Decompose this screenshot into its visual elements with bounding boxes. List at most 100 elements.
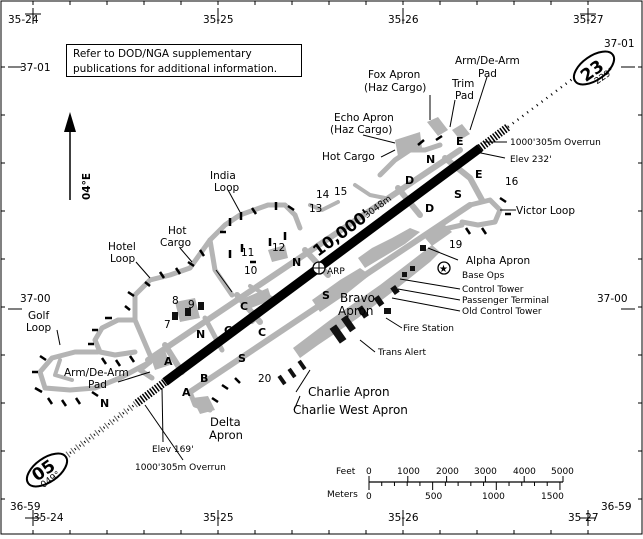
- taxiway-label: N: [426, 153, 435, 166]
- hot-cargo-label: Hot: [168, 225, 186, 237]
- scale-feet-label: Feet: [336, 467, 356, 477]
- spot-number: 12: [272, 242, 285, 254]
- golf-loop-label: Golf: [28, 310, 49, 322]
- north-arrow-icon: 04°E: [64, 112, 93, 200]
- scale-feet-tick: 2000: [436, 467, 459, 477]
- delta-apron-area: [192, 396, 215, 414]
- old-control-tower-label: Old Control Tower: [462, 307, 542, 317]
- arp-icon: [312, 261, 326, 275]
- arm-dearm-ne-label: Arm/De-Arm: [455, 55, 520, 67]
- charlie-apron-label: Charlie Apron: [308, 385, 390, 399]
- base-ops-label: Base Ops: [462, 271, 505, 281]
- grid-lon-label-3: 35-26: [388, 14, 419, 26]
- scale-feet-tick: 0: [366, 467, 372, 477]
- taxiway-label: S: [238, 352, 246, 365]
- victor-loop-label: Victor Loop: [516, 205, 575, 217]
- svg-text:★: ★: [439, 264, 448, 275]
- spot-numbers: 14 15 13 11 12 10 8 9 7 19 16 20: [164, 176, 519, 385]
- arm-dearm-sw-label-2: Pad: [88, 379, 107, 391]
- hot-cargo-label-2: Cargo: [160, 237, 191, 249]
- bravo-apron-label-2: Apron: [338, 304, 373, 318]
- scale-meter-tick: 1000: [482, 492, 505, 502]
- grid-lat-label-1: 37-01: [20, 62, 51, 74]
- scale-meter-tick: 0: [366, 492, 372, 502]
- echo-apron-area: [395, 132, 422, 156]
- taxiway-label: N: [292, 256, 301, 269]
- fox-apron-label: Fox Apron: [368, 69, 420, 81]
- spot-number: 8: [172, 295, 179, 307]
- trim-pad-label: Trim: [451, 78, 474, 90]
- overrun-ne: [477, 123, 511, 152]
- taxiway-label: A: [164, 355, 173, 368]
- note-line-2: publications for additional information.: [73, 63, 278, 75]
- approach-lights-ne: [507, 75, 576, 129]
- scale-feet-tick: 3000: [474, 467, 497, 477]
- passenger-terminal-label: Passenger Terminal: [462, 296, 549, 306]
- arm-dearm-sw-area: [150, 350, 170, 370]
- taxiway-label: C: [240, 300, 248, 313]
- spot-number: 15: [334, 186, 347, 198]
- note-line-1: Refer to DOD/NGA supplementary: [73, 48, 252, 60]
- grid-lon-label-5: 35-24: [33, 512, 64, 524]
- elev-sw-label: Elev 169': [152, 445, 194, 455]
- spot-number: 11: [241, 247, 254, 259]
- spot-number: 19: [449, 239, 462, 251]
- leader-lines: [56, 76, 516, 461]
- grid-lon-label-7: 35-26: [388, 512, 419, 524]
- india-loop-label-2: Loop: [214, 182, 240, 194]
- overrun-ne-label: 1000'305m Overrun: [510, 138, 601, 148]
- grid-lat-label-6: 36-59: [601, 501, 632, 513]
- arm-dearm-ne-area: [452, 124, 470, 140]
- trans-alert-label: Trans Alert: [377, 348, 427, 358]
- hot-cargo-top-label: Hot Cargo: [322, 151, 375, 163]
- grid-lat-label-4: 37-00: [597, 293, 628, 305]
- runway-end-05: 05 049°: [25, 452, 69, 491]
- scale-bar: Feet Meters 0 1000 2000 3000 4000 5000 0…: [327, 467, 574, 502]
- runway-end-23: 23 229°: [572, 50, 617, 87]
- hotel-loop-label-2: Loop: [110, 253, 136, 265]
- spot-number: 13: [309, 203, 322, 215]
- india-loop-label: India: [210, 170, 236, 182]
- bravo-apron-label: Bravo: [340, 291, 375, 305]
- arm-dearm-sw-label: Arm/De-Arm: [64, 367, 129, 379]
- trim-pad-label-2: Pad: [455, 90, 474, 102]
- taxiway-label: A: [182, 386, 191, 399]
- taxiway-label: C: [224, 324, 232, 337]
- spot-number: 10: [244, 265, 257, 277]
- elev-ne-label: Elev 232': [510, 155, 552, 165]
- grid-lat-label-5: 36-59: [10, 501, 41, 513]
- fox-apron-area: [427, 117, 448, 136]
- arm-dearm-ne-label-2: Pad: [478, 68, 497, 80]
- taxiway-label: C: [258, 326, 266, 339]
- taxiway-label: N: [196, 328, 205, 341]
- taxiway-label: S: [454, 188, 462, 201]
- grid-lon-label-8: 35-27: [568, 512, 599, 524]
- grid-lat-label-3: 37-00: [20, 293, 51, 305]
- spot-number: 16: [505, 176, 519, 188]
- scale-meter-tick: 1500: [541, 492, 564, 502]
- echo-apron-label: Echo Apron: [334, 112, 394, 124]
- scale-meter-tick: 500: [425, 492, 442, 502]
- delta-apron-label-2: Apron: [209, 428, 243, 442]
- echo-apron-label-2: (Haz Cargo): [330, 124, 392, 136]
- control-tower-label: Control Tower: [462, 285, 524, 295]
- overrun-sw: [134, 378, 168, 407]
- north-arrow-label: 04°E: [81, 173, 93, 200]
- taxiway-label: S: [322, 289, 330, 302]
- scale-feet-tick: 5000: [551, 467, 574, 477]
- charlie-apron-area: [358, 228, 420, 268]
- hotel-loop-label: Hotel: [108, 241, 136, 253]
- taxiway-labels: N N N N S S S D D E E C C C A A B: [100, 135, 483, 410]
- grid-lon-label-2: 35-25: [203, 14, 234, 26]
- approach-lights-sw: [69, 401, 138, 455]
- overrun-sw-label: 1000'305m Overrun: [135, 463, 226, 473]
- grid-lat-label-2: 37-01: [604, 38, 635, 50]
- spot-number: 20: [258, 373, 271, 385]
- taxiway-label: B: [200, 372, 208, 385]
- taxiway-label: D: [425, 202, 434, 215]
- fox-apron-label-2: (Haz Cargo): [364, 82, 426, 94]
- beacon-icon: ★: [437, 261, 451, 275]
